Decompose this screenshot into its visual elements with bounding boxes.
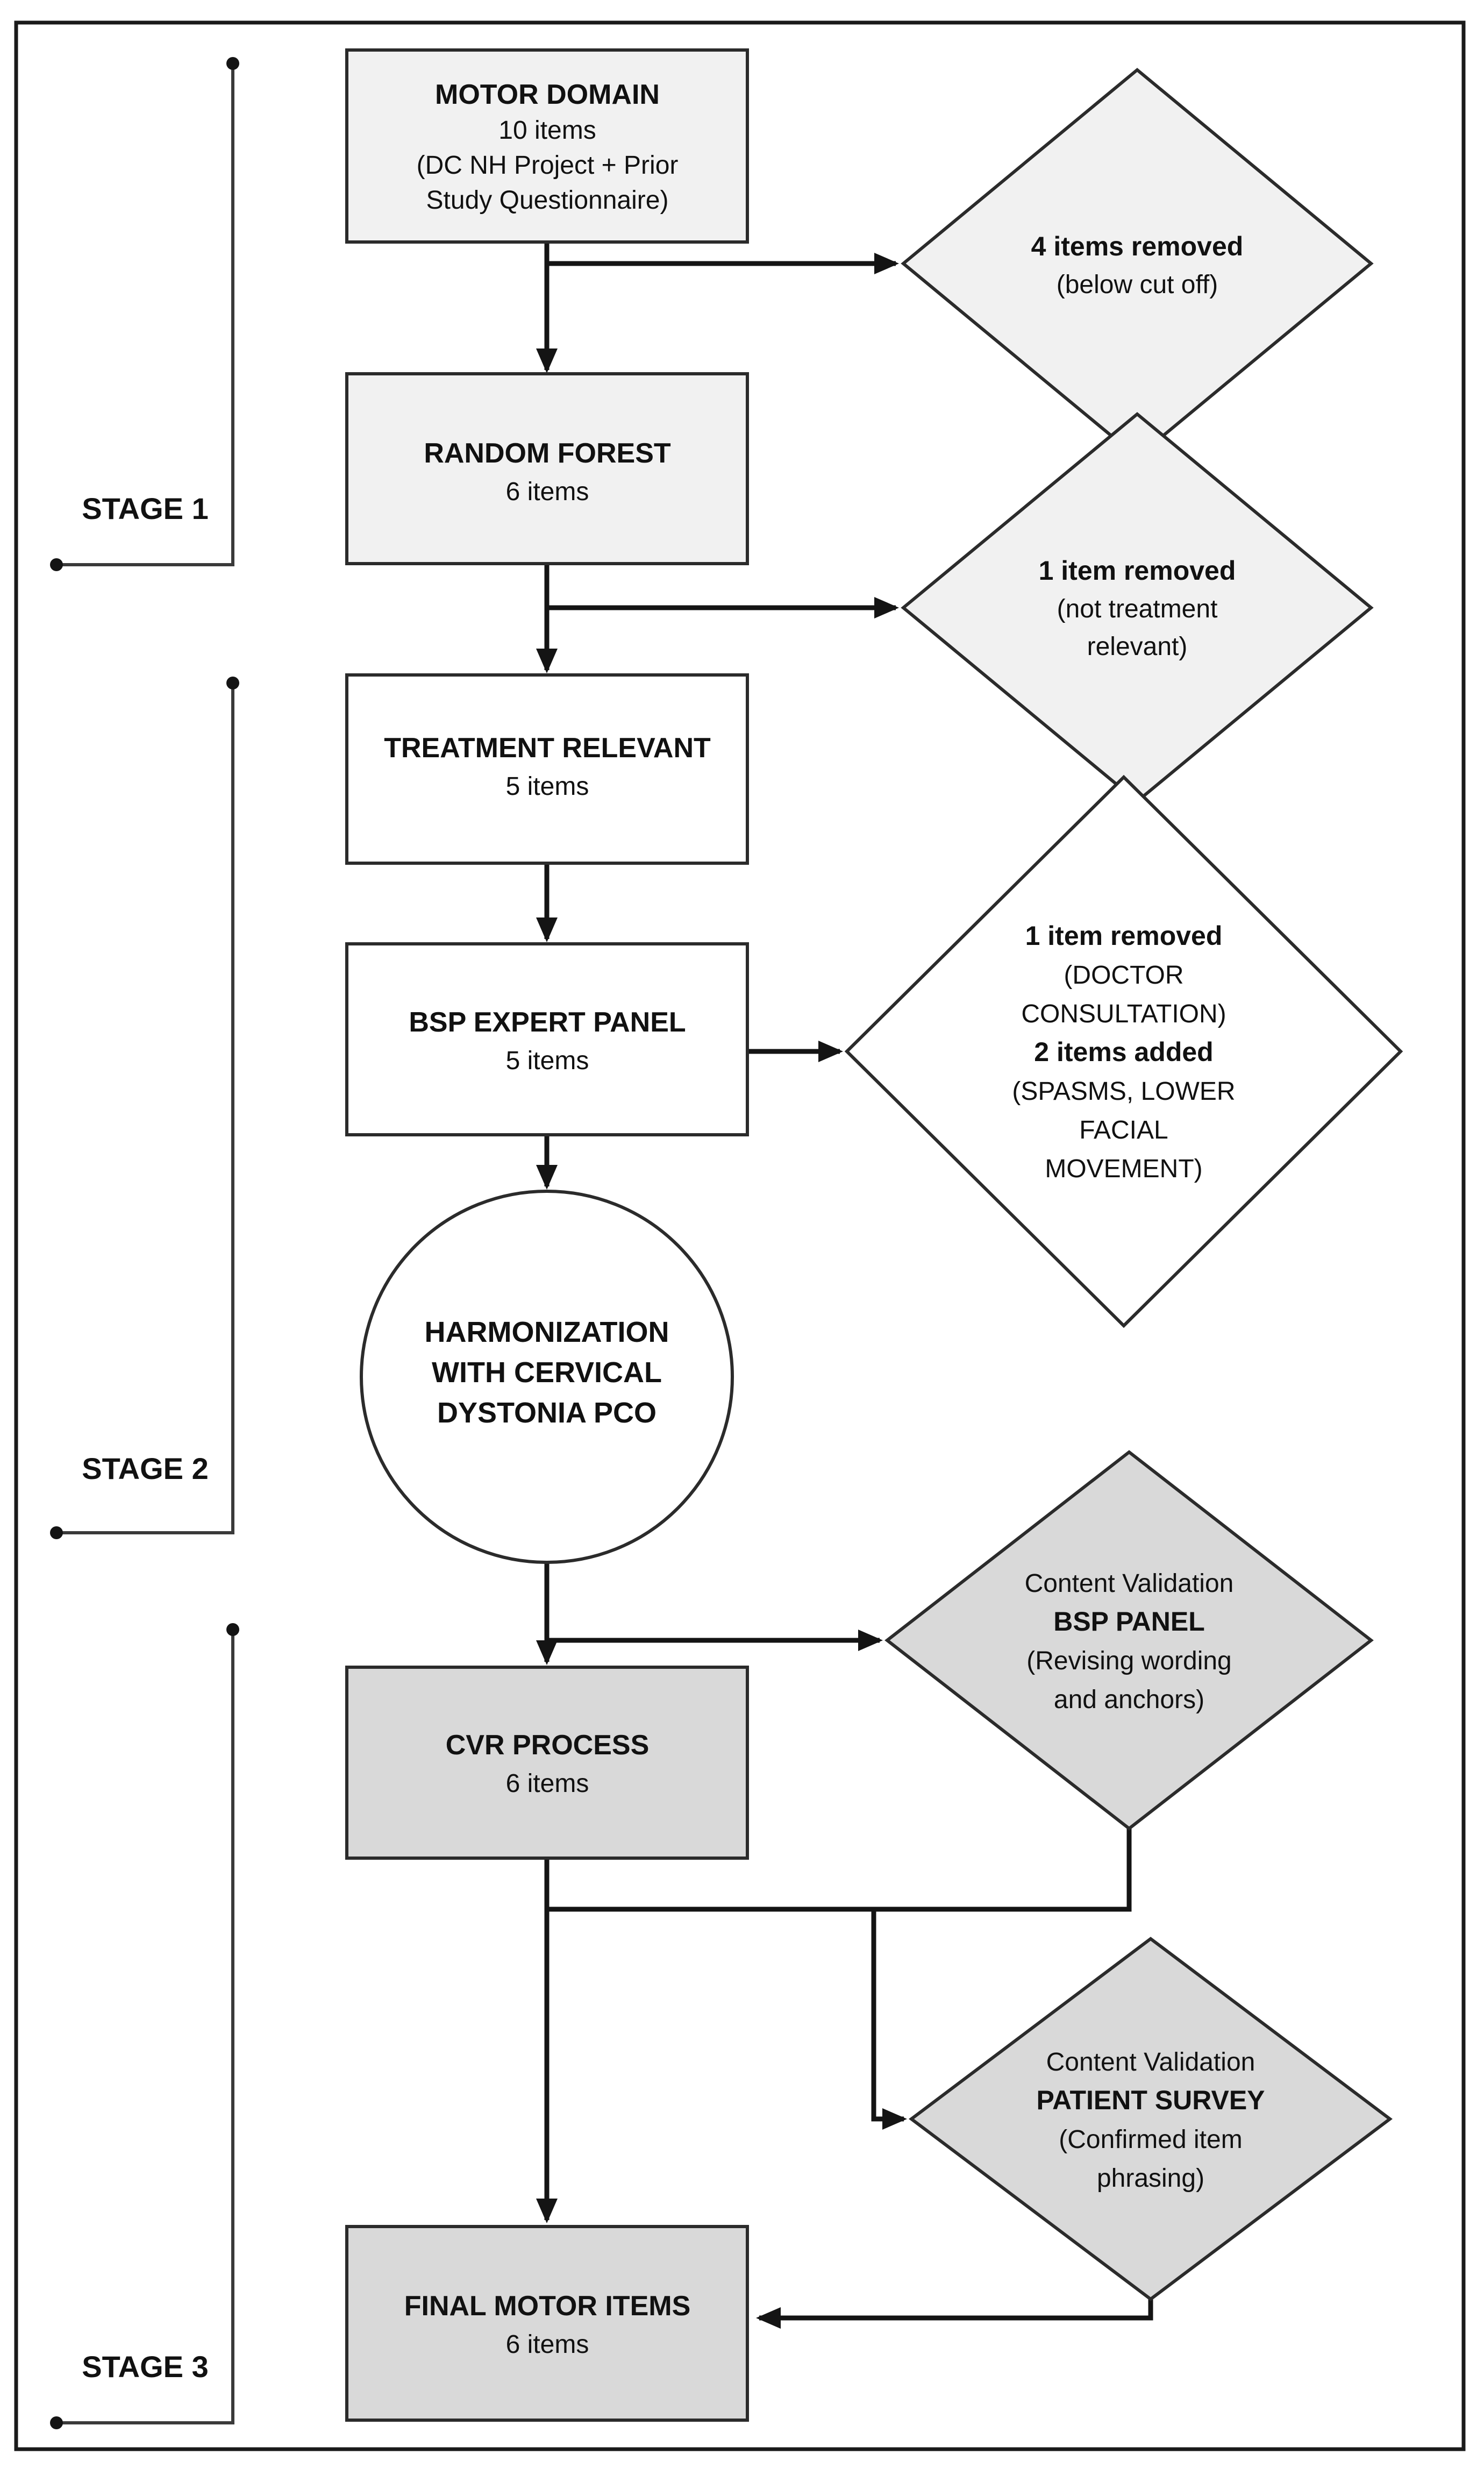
arrow-to-patient-survey-diamond	[871, 1909, 907, 2130]
cv-bsp-panel-line: Content Validation	[1025, 1569, 1234, 1598]
item-removed-not-treatment-line: (not treatment	[1057, 595, 1218, 623]
item-removed-not-treatment-node: 1 item removed (not treatment relevant)	[901, 412, 1374, 803]
expert-panel-changes-line: CONSULTATION)	[1021, 1000, 1226, 1028]
stage-2-label: STAGE 2	[82, 1452, 208, 1485]
bsp-expert-panel-line: 5 items	[506, 1047, 589, 1075]
harmonization-circle	[360, 1190, 734, 1564]
stage-1-top-dot	[226, 57, 239, 70]
final-motor-items-line: 6 items	[506, 2330, 589, 2359]
cv-patient-survey-line: (Confirmed item	[1059, 2125, 1242, 2154]
cv-bsp-panel-title: BSP PANEL	[1053, 1606, 1205, 1637]
cv-bsp-panel-line: and anchors)	[1054, 1685, 1204, 1714]
final-motor-items-node: FINAL MOTOR ITEMS 6 items	[345, 2225, 749, 2422]
stage-2-bracket-line	[56, 683, 234, 1534]
treatment-relevant-box	[345, 673, 749, 865]
expert-panel-changes-line: 1 item removed	[1025, 921, 1223, 951]
expert-panel-changes-line: (SPASMS, LOWER	[1012, 1077, 1235, 1106]
expert-panel-changes-line: 2 items added	[1034, 1037, 1213, 1067]
motor-domain-box	[345, 48, 749, 244]
line-cv-bsp-down-left	[547, 1829, 1132, 1912]
cv-patient-survey-line: Content Validation	[1046, 2048, 1255, 2076]
item-removed-not-treatment-title: 1 item removed	[1039, 556, 1236, 586]
items-removed-cutoff-line: (below cut off)	[1057, 271, 1218, 299]
stage-3-label: STAGE 3	[82, 2350, 208, 2384]
stage-3-bracket-line	[56, 1630, 234, 2424]
cv-patient-survey-diamond	[909, 1937, 1393, 2301]
random-forest-node: RANDOM FOREST 6 items	[345, 372, 749, 565]
bsp-expert-panel-title: BSP EXPERT PANEL	[409, 1007, 686, 1038]
stage-2-top-dot	[226, 677, 239, 689]
cvr-process-line: 6 items	[506, 1769, 589, 1798]
motor-domain-node: MOTOR DOMAIN 10 items (DC NH Project + P…	[345, 48, 749, 244]
cvr-process-box	[345, 1666, 749, 1860]
stage-2-end-dot	[50, 1526, 63, 1539]
expert-panel-changes-line: MOVEMENT)	[1045, 1155, 1202, 1183]
bsp-expert-panel-node: BSP EXPERT PANEL 5 items	[345, 942, 749, 1136]
cv-bsp-panel-line: (Revising wording	[1026, 1647, 1232, 1675]
final-motor-items-title: FINAL MOTOR ITEMS	[404, 2291, 691, 2322]
random-forest-box	[345, 372, 749, 565]
stage-3-end-dot	[50, 2416, 63, 2429]
random-forest-title: RANDOM FOREST	[424, 438, 671, 469]
random-forest-line: 6 items	[506, 478, 589, 506]
bsp-expert-panel-box	[345, 942, 749, 1136]
arrow-patient-survey-to-final	[756, 2299, 1153, 2329]
motor-domain-title: MOTOR DOMAIN	[435, 79, 660, 110]
cvr-process-title: CVR PROCESS	[446, 1730, 650, 1761]
cv-bsp-panel-diamond	[884, 1450, 1374, 1831]
cv-bsp-panel-node: Content Validation BSP PANEL (Revising w…	[884, 1450, 1374, 1831]
items-removed-cutoff-title: 4 items removed	[1031, 231, 1244, 261]
items-removed-cutoff-node: 4 items removed (below cut off)	[901, 68, 1374, 459]
harmonization-line: WITH CERVICAL	[432, 1356, 662, 1389]
cv-patient-survey-title: PATIENT SURVEY	[1036, 2085, 1265, 2115]
treatment-relevant-line: 5 items	[506, 772, 589, 801]
stage-3-top-dot	[226, 1623, 239, 1636]
final-motor-items-box	[345, 2225, 749, 2422]
harmonization-line: DYSTONIA PCO	[437, 1397, 657, 1429]
stage-3-bracket: STAGE 3	[50, 1623, 239, 2429]
expert-panel-changes-node: 1 item removed (DOCTOR CONSULTATION) 2 i…	[844, 774, 1403, 1328]
cvr-process-node: CVR PROCESS 6 items	[345, 1666, 749, 1860]
items-removed-cutoff-diamond	[901, 68, 1374, 459]
stage-1-end-dot	[50, 558, 63, 571]
motor-domain-line: Study Questionnaire)	[426, 186, 669, 215]
connectors	[536, 242, 1153, 2329]
cv-patient-survey-node: Content Validation PATIENT SURVEY (Confi…	[909, 1937, 1393, 2301]
item-removed-not-treatment-line: relevant)	[1087, 632, 1188, 661]
stage-1-bracket: STAGE 1	[50, 57, 239, 571]
motor-domain-line: 10 items	[498, 116, 596, 145]
outer-border	[14, 20, 1466, 2451]
stage-2-bracket: STAGE 2	[50, 677, 239, 1539]
treatment-relevant-node: TREATMENT RELEVANT 5 items	[345, 673, 749, 865]
expert-panel-changes-line: (DOCTOR	[1064, 961, 1183, 990]
item-removed-not-treatment-diamond	[901, 412, 1374, 803]
stage-1-label: STAGE 1	[82, 492, 208, 525]
expert-panel-changes-diamond	[844, 774, 1403, 1328]
treatment-relevant-title: TREATMENT RELEVANT	[384, 732, 711, 764]
expert-panel-changes-line: FACIAL	[1079, 1116, 1168, 1144]
stage-1-bracket-line	[56, 63, 234, 566]
cv-patient-survey-line: phrasing)	[1097, 2164, 1204, 2193]
harmonization-line: HARMONIZATION	[425, 1316, 669, 1348]
motor-domain-line: (DC NH Project + Prior	[417, 151, 679, 180]
harmonization-node: HARMONIZATION WITH CERVICAL DYSTONIA PCO	[360, 1190, 734, 1564]
